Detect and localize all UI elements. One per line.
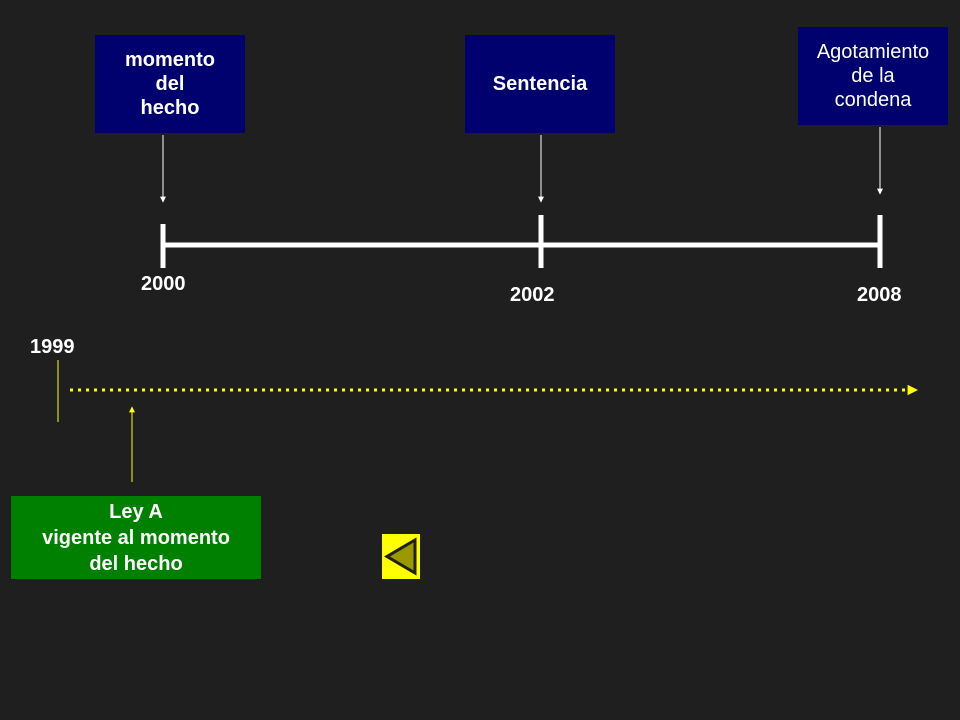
event-box-sentencia: Sentencia bbox=[465, 35, 615, 133]
event-box-agotamiento: Agotamiento de la condena bbox=[798, 27, 948, 125]
year-label-1999: 1999 bbox=[30, 336, 75, 358]
year-label-2000: 2000 bbox=[141, 273, 186, 295]
year-label-2002: 2002 bbox=[510, 284, 555, 306]
back-button[interactable] bbox=[382, 534, 420, 579]
triangle-left-icon bbox=[382, 534, 420, 579]
event-box-momento: momento del hecho bbox=[95, 35, 245, 133]
year-label-2008: 2008 bbox=[857, 284, 902, 306]
law-box-ley-a: Ley A vigente al momento del hecho bbox=[11, 496, 261, 579]
